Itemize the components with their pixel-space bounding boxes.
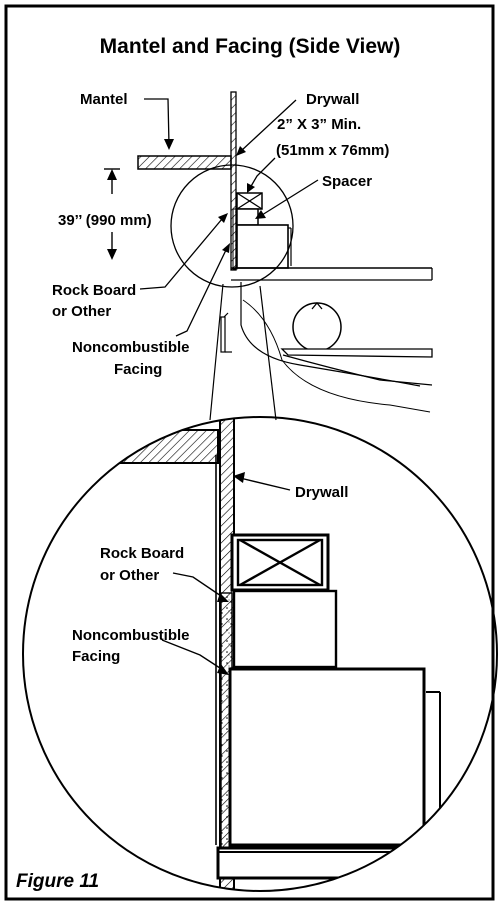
detail-rock-board-label: Rock Board [100,545,184,562]
mantel-label: Mantel [80,91,128,108]
page-border [4,4,495,901]
vent-circle [292,302,342,352]
min-size-label: 2” X 3” Min. [277,116,361,133]
detail-magnified-view [23,417,497,891]
detail-noncombustible-label: Noncombustible [72,627,190,644]
detail-fireplace-body [228,667,426,847]
detail-rock-board-label-2: or Other [100,567,159,584]
callout-line-left [209,283,224,421]
spacer-leader [261,179,319,216]
rock-board-label: Rock Board [52,282,136,299]
detail-noncombustible-leader [161,639,224,671]
callout-line-right [259,285,277,421]
detail-drywall-leader [239,477,291,491]
facing-label: Facing [114,361,162,378]
spacer [236,208,259,226]
facing-strip [232,208,238,270]
drywall-label: Drywall [306,91,359,108]
detail-spacer [232,589,338,669]
detail-rock-board-leader [172,572,225,599]
fireplace-lower-outline [240,282,421,387]
size-leader [249,157,276,189]
detail-drywall-label: Drywall [295,484,348,501]
noncombustible-leader [175,249,227,337]
drywall-leader [240,99,297,152]
clearance-label: 39’’ (990 mm) [58,212,152,229]
spacer-label: Spacer [322,173,372,190]
mantel-leader [144,98,170,146]
figure-label: Figure 11 [16,871,99,892]
diagram-title: Mantel and Facing (Side View) [100,35,401,58]
drywall-wall [230,91,237,271]
detail-facing-label: Facing [72,648,120,665]
rock-board-leader [139,218,223,290]
mantel-shelf [137,155,232,170]
grille [280,348,433,358]
noncombustible-label: Noncombustible [72,339,190,356]
detail-mantel [23,429,219,464]
fireplace-top [236,224,289,269]
detail-callout-circle [170,164,294,288]
min-size-metric-label: (51mm x 76mm) [276,142,389,159]
bracket [220,316,226,353]
rock-board-label-2: or Other [52,303,111,320]
detail-magnified-circle [22,416,498,892]
